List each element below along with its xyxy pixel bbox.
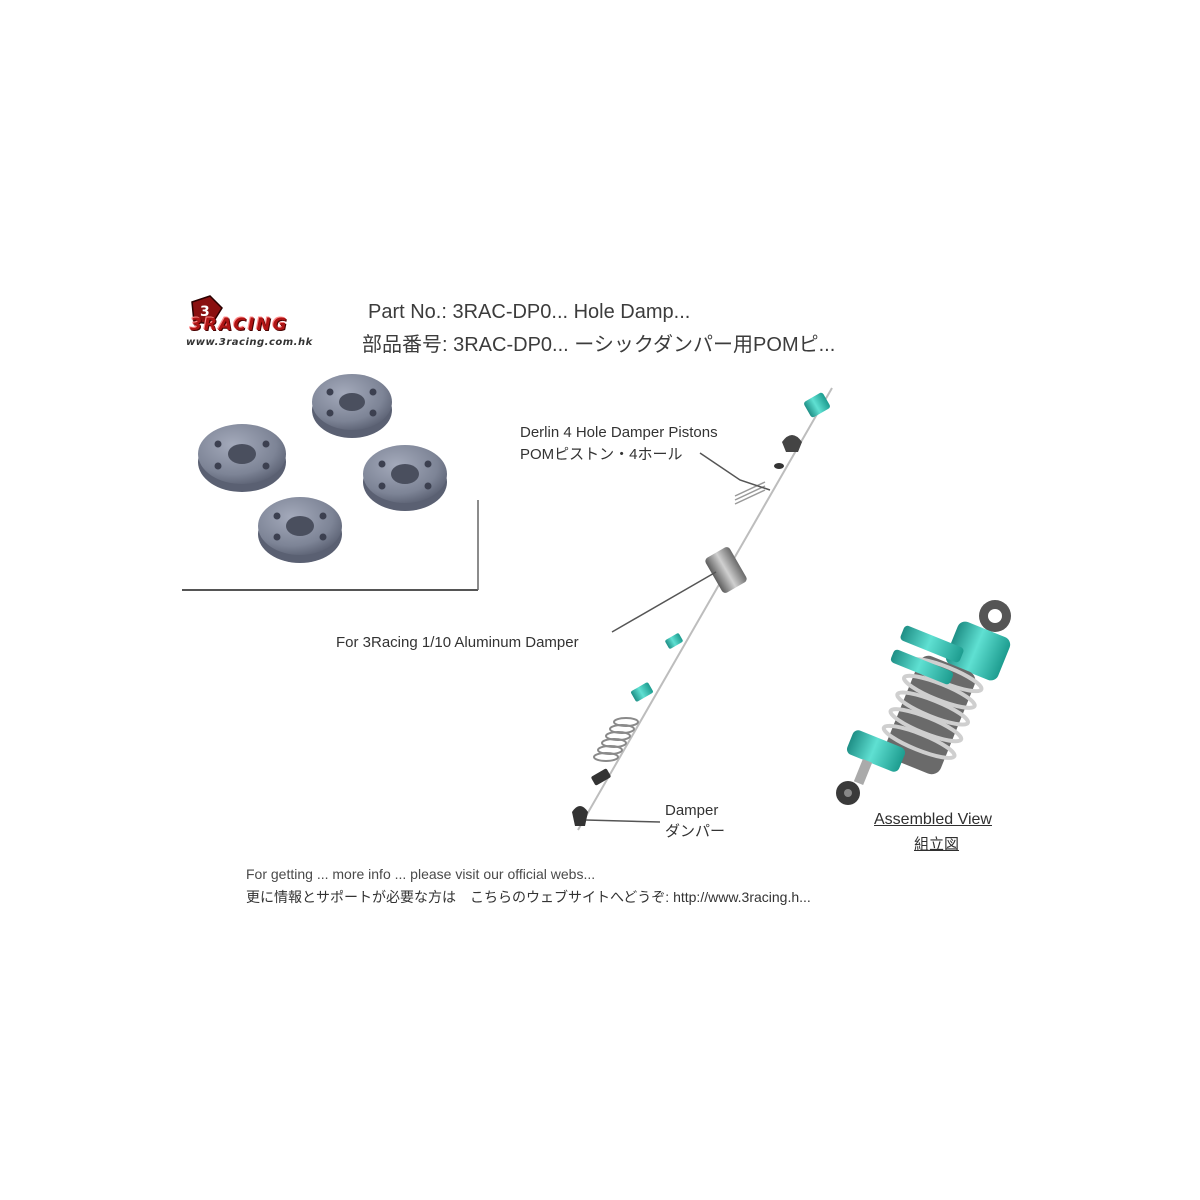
label-pistons-jp: POMピストン・4ホール bbox=[520, 446, 683, 463]
exploded-cap bbox=[804, 392, 830, 418]
label-assembled-view-jp: 組立図 bbox=[914, 836, 960, 853]
footer-support-text: For getting ... more info ... please vis… bbox=[246, 866, 596, 882]
exploded-spring bbox=[593, 717, 639, 762]
footer-support-text-jp: 更に情報とサポートが必要な方は こちらのウェブサイトへどうぞ: http://w… bbox=[246, 889, 811, 905]
exploded-bottom-end bbox=[572, 806, 588, 826]
exploded-rod-end bbox=[782, 435, 802, 452]
piston-part bbox=[312, 374, 392, 438]
leader-line-pistons bbox=[699, 452, 771, 491]
exploded-axis bbox=[577, 387, 833, 831]
piston-part bbox=[363, 445, 447, 511]
logo-url: www.3racing.com.hk bbox=[186, 337, 313, 348]
svg-text:3: 3 bbox=[200, 304, 210, 320]
part-number-title: Part No.: 3RAC-DP0... Hole Damp... bbox=[368, 301, 691, 323]
logo-wordmark: 3RACING bbox=[190, 315, 289, 335]
label-damper-jp: ダンパー bbox=[665, 823, 726, 840]
leader-line-damper-for bbox=[611, 571, 717, 633]
exploded-view bbox=[572, 387, 833, 831]
assembled-damper bbox=[836, 600, 1011, 805]
label-damper: Damper bbox=[665, 802, 719, 819]
logo-emblem-icon: 3 bbox=[191, 295, 223, 325]
part-number-title-jp: 部品番号: 3RAC-DP0... ーシックダンパー用POMピ... bbox=[362, 334, 836, 356]
label-pistons: Derlin 4 Hole Damper Pistons bbox=[520, 424, 718, 441]
brand-logo: 3 3RACING www.3racing.com.hk bbox=[180, 295, 355, 356]
piston-part bbox=[198, 424, 286, 492]
label-for-damper: For 3Racing 1/10 Aluminum Damper bbox=[336, 634, 579, 651]
piston-part bbox=[258, 497, 342, 563]
leader-line-damper bbox=[585, 819, 661, 823]
exploded-cylinder bbox=[705, 547, 747, 593]
label-assembled-view: Assembled View bbox=[874, 811, 992, 828]
